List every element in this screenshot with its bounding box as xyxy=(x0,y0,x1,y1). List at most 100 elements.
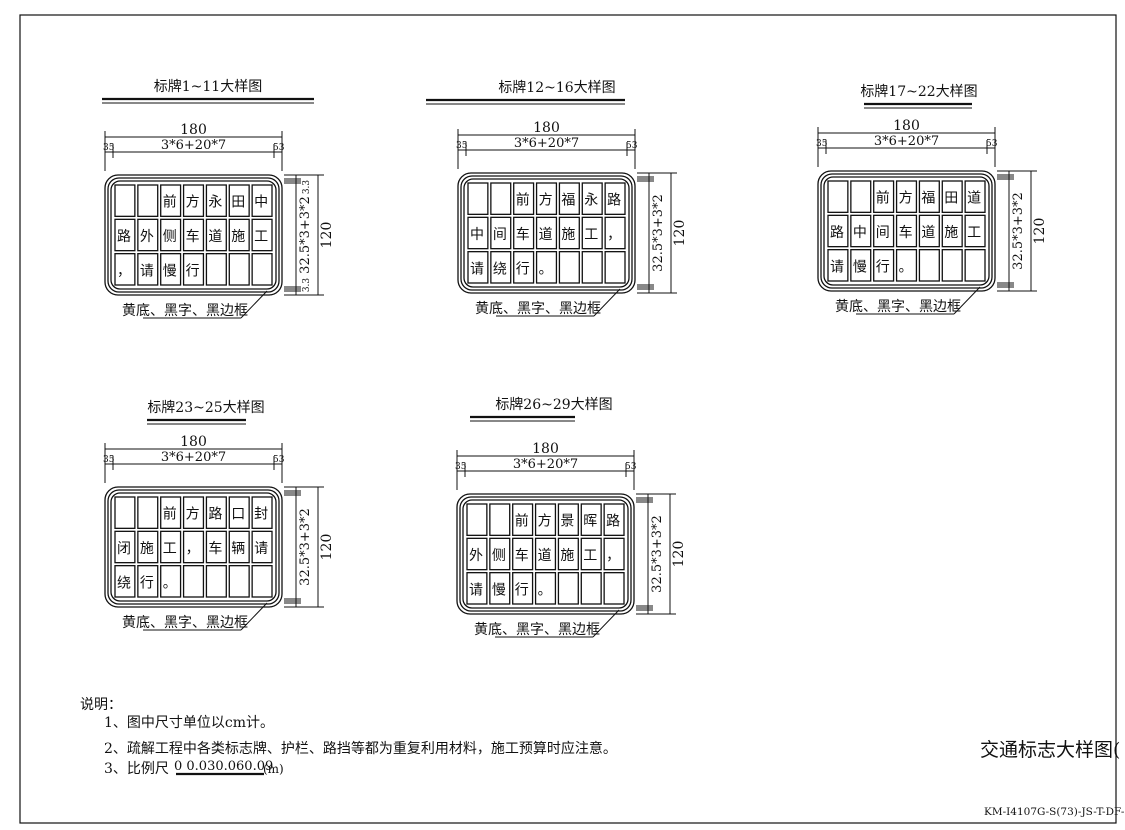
sign-character: 辆 xyxy=(231,541,245,557)
sign-character: 工 xyxy=(163,541,177,557)
character-cell xyxy=(603,503,625,536)
character-cell xyxy=(137,253,159,286)
character-cell xyxy=(251,184,273,217)
character-cell xyxy=(489,572,511,605)
dim-vertical-label: 32.5*3+3*2 xyxy=(298,508,313,586)
character-cell xyxy=(580,503,602,536)
character-cell xyxy=(114,253,136,286)
character-cell xyxy=(137,496,159,529)
sign-character: 中 xyxy=(853,225,867,241)
character-cell xyxy=(827,214,849,248)
dim-left-label: 35 xyxy=(456,141,468,151)
caption-leader xyxy=(953,286,981,315)
character-cell xyxy=(467,182,489,215)
character-cell xyxy=(581,251,603,284)
character-cell xyxy=(918,249,940,282)
dim-right-label: 53 xyxy=(986,139,998,149)
sign-character: 间 xyxy=(876,225,890,241)
character-cell xyxy=(182,253,205,286)
character-cell xyxy=(603,537,625,571)
sign-caption: 黄底、黑字、黑边框 xyxy=(122,614,248,631)
dim-formula-label: 3*6+20*7 xyxy=(874,134,939,149)
sign-character: 慢 xyxy=(492,581,506,598)
dim-left-label: 35 xyxy=(455,462,467,472)
character-cell xyxy=(604,216,626,250)
sign-character: 施 xyxy=(561,227,575,243)
dim-small-bottom-label: 3.3 xyxy=(302,278,312,293)
sign-character: ， xyxy=(117,263,131,279)
sign-character: 景 xyxy=(560,514,574,530)
sign-character: 外 xyxy=(469,548,483,564)
character-cell xyxy=(827,180,849,213)
note-1: 1、图中尺寸单位以cm计。 xyxy=(104,715,274,731)
sign-character: ， xyxy=(606,548,620,564)
character-cell xyxy=(466,537,488,571)
sign-character: 工 xyxy=(583,548,597,564)
sign-character: 田 xyxy=(944,191,958,207)
character-cell xyxy=(160,253,182,286)
sign-character: 路 xyxy=(117,229,131,245)
character-cell xyxy=(114,184,136,217)
sign-character: 中 xyxy=(254,195,268,211)
sign-character: 施 xyxy=(140,541,154,557)
sign-caption: 黄底、黑字、黑边框 xyxy=(122,302,248,319)
character-cell xyxy=(114,496,136,529)
sign-character: 施 xyxy=(944,225,958,241)
sign-character: 行 xyxy=(515,582,529,598)
character-cell xyxy=(205,218,227,252)
character-cell xyxy=(137,218,159,252)
character-cell xyxy=(512,572,534,605)
dim-height-label: 120 xyxy=(319,534,335,561)
sign-character: ， xyxy=(186,541,200,557)
sign-character: 前 xyxy=(163,506,177,523)
character-cell xyxy=(604,251,626,284)
character-cell xyxy=(581,182,603,215)
character-cell xyxy=(557,503,579,536)
sign-character: 。 xyxy=(163,575,177,591)
character-cell xyxy=(580,537,602,571)
character-cell xyxy=(873,180,895,213)
dim-height-label: 120 xyxy=(671,541,687,568)
sign-character: 福 xyxy=(561,193,575,209)
character-cell xyxy=(604,182,626,215)
character-cell xyxy=(534,537,557,571)
character-cell xyxy=(918,180,940,213)
sign-character: 请 xyxy=(140,263,154,279)
character-cell xyxy=(558,216,580,250)
character-cell xyxy=(603,572,625,605)
dim-right-label: 53 xyxy=(626,141,638,151)
character-cell xyxy=(228,184,250,217)
character-cell xyxy=(964,214,986,248)
sign-character: 施 xyxy=(560,548,574,564)
sign-character: 绕 xyxy=(493,261,507,277)
scale-bar-text: 0 0.030.060.09 xyxy=(174,759,273,774)
dim-formula-label: 3*6+20*7 xyxy=(161,450,226,465)
character-cell xyxy=(941,249,963,282)
sign-character: 车 xyxy=(515,547,529,564)
character-cell xyxy=(228,565,250,598)
character-cell xyxy=(964,180,986,213)
sign-character: 方 xyxy=(186,507,200,523)
character-cell xyxy=(558,182,580,215)
sign-character: 道 xyxy=(921,225,935,241)
character-cell xyxy=(534,572,557,605)
dim-right-label: 53 xyxy=(273,143,285,153)
sign-character: 路 xyxy=(607,193,621,209)
character-cell xyxy=(941,214,963,248)
sign-character: 永 xyxy=(208,195,222,211)
character-cell xyxy=(182,184,205,217)
sign-character: 慢 xyxy=(163,262,177,279)
sign-character: 请 xyxy=(254,541,268,557)
dim-formula-label: 3*6+20*7 xyxy=(161,138,226,153)
character-cell xyxy=(466,503,488,536)
sign-character: 行 xyxy=(186,263,200,279)
sign-character: 道 xyxy=(208,229,222,245)
sign-character: 前 xyxy=(876,190,890,207)
dim-left-label: 35 xyxy=(816,139,828,149)
character-cell xyxy=(557,537,579,571)
character-cell xyxy=(228,530,250,564)
sign-character: 封 xyxy=(254,507,268,523)
